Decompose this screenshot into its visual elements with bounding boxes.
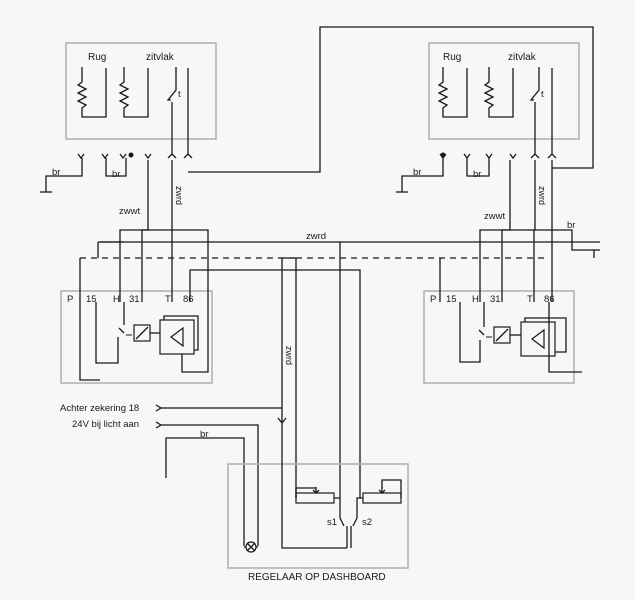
relay-left-pin-31: 31: [129, 294, 140, 305]
left-zwrd-label: zwrd: [174, 186, 184, 205]
right-br-label: br: [567, 220, 575, 231]
seat-left-thermostat: [166, 67, 177, 101]
relay-left: P 15 H 31 T 86: [60, 160, 361, 498]
switch1-label: s1: [327, 517, 337, 528]
input-light: 24V bij licht aan: [72, 419, 259, 546]
dashboard-br-label: br: [200, 429, 208, 440]
seat-left-zitvlak-heater: [118, 67, 149, 118]
dashboard-box: [227, 463, 409, 569]
relay-left-pin-15: 15: [86, 294, 97, 305]
seat-left-thermostat-label: t: [178, 89, 181, 100]
left-zwwt-label: zwwt: [119, 206, 140, 217]
seat-left-zitvlak-label: zitvlak: [146, 52, 175, 63]
input-light-label: 24V bij licht aan: [72, 419, 139, 430]
seat-left-br-label: br: [52, 167, 60, 178]
relay-right-pin-15: 15: [446, 294, 457, 305]
relay-right-pin-31: 31: [490, 294, 501, 305]
relay-right-pin-h: H: [472, 294, 479, 305]
relay-right-pin-t: T: [527, 294, 533, 305]
relay-left-pin-86: 86: [183, 294, 194, 305]
relay-right-amp: [520, 321, 556, 357]
relay-left-box: [60, 290, 213, 384]
seat-right-rug-label: Rug: [443, 52, 461, 63]
seat-right-thermostat-label: t: [541, 89, 544, 100]
seat-left: Rug zitvlak t br br: [40, 42, 217, 193]
seat-right-thermostat: [529, 67, 540, 101]
relay-left-pin-p: P: [67, 294, 73, 305]
relay-left-pin-h: H: [113, 294, 120, 305]
seat-right-br-label: br: [413, 167, 421, 178]
relay-right-box: [423, 290, 575, 384]
bus-zwrd: [100, 241, 341, 498]
seat-right-rug-heater: [437, 67, 468, 118]
relay-left-amp: [159, 319, 195, 355]
input-fuse: Achter zekering 18: [60, 403, 282, 414]
relay-right-pin-p: P: [430, 294, 436, 305]
seat-left-box: [65, 42, 217, 140]
dashboard-caption: REGELAAR OP DASHBOARD: [248, 572, 386, 583]
potentiometer-1: [295, 492, 335, 504]
seat-left-br2-label: br: [112, 169, 120, 180]
seat-right-zitvlak-label: zitvlak: [508, 52, 537, 63]
seat-left-rug-label: Rug: [88, 52, 106, 63]
seat-right-zitvlak-heater: [483, 67, 514, 118]
right-zwrd-label: zwrd: [537, 186, 547, 205]
potentiometer-2: [362, 492, 402, 504]
seat-right-box: [428, 42, 580, 140]
bus-zwrd-label: zwrd: [306, 231, 326, 242]
seat-left-rug-heater: [76, 67, 107, 118]
relay-right-pin-86: 86: [544, 294, 555, 305]
switch2-label: s2: [362, 517, 372, 528]
mid-zwrd-label: zwrd: [284, 346, 294, 365]
input-fuse-label: Achter zekering 18: [60, 403, 139, 414]
dashboard-regulator: s1 s2 REGELAAR OP DASHBOARD: [227, 420, 409, 583]
relay-right: P 15 H 31 T 86: [296, 160, 600, 384]
relay-left-pin-t: T: [165, 294, 171, 305]
seat-right: Rug zitvlak t br br: [396, 42, 580, 193]
right-zwwt-label: zwwt: [484, 211, 505, 222]
seat-right-br2-label: br: [473, 169, 481, 180]
seat-link-wire: [188, 26, 594, 173]
